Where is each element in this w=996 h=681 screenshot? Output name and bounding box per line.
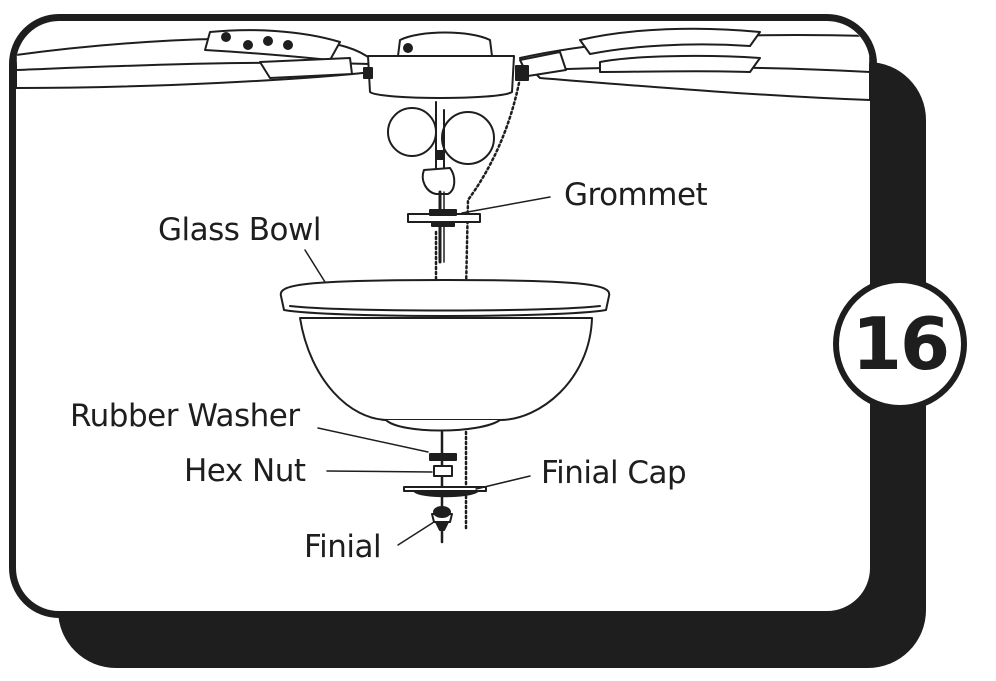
hex-nut-part: [433, 465, 453, 477]
switch-housing: [363, 31, 529, 99]
label-hex-nut: Hex Nut: [184, 453, 306, 489]
step-number-badge: 16: [833, 277, 967, 411]
label-grommet: Grommet: [564, 177, 708, 213]
step-number: 16: [851, 302, 950, 386]
glass-bowl-part: [279, 279, 611, 432]
fan-blade-left: [16, 29, 373, 89]
pull-chain: [464, 76, 522, 292]
fan-blade-right: [519, 27, 870, 101]
leader-lines: [304, 196, 551, 546]
label-finial-cap: Finial Cap: [541, 455, 687, 491]
label-rubber-washer: Rubber Washer: [70, 398, 300, 434]
label-finial: Finial: [304, 529, 382, 565]
grommet-part: [407, 209, 481, 227]
finial-part: [431, 506, 453, 531]
rubber-washer-part: [429, 453, 457, 461]
light-sockets: [387, 101, 495, 195]
label-glass-bowl: Glass Bowl: [158, 212, 322, 248]
finial-cap-part: [403, 486, 487, 498]
